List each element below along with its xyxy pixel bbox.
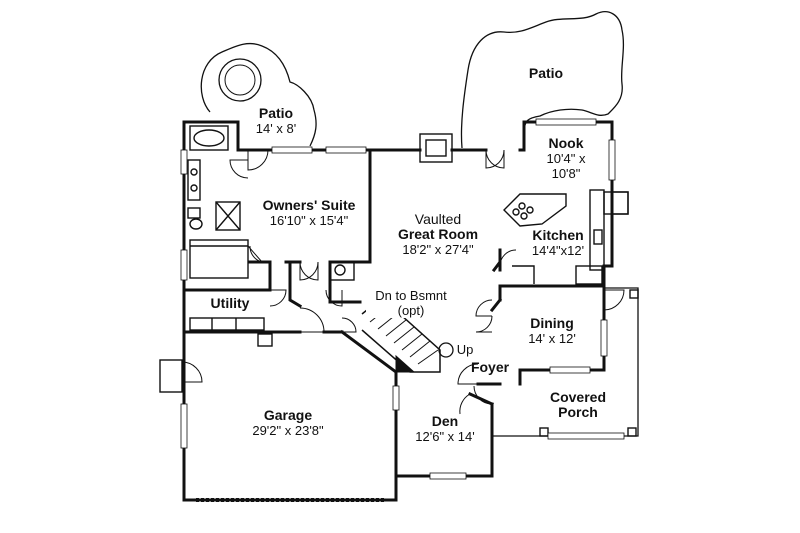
kitchen-name: Kitchen xyxy=(532,227,584,243)
patio-right-label: Patio xyxy=(506,66,586,81)
dining-label: Dining 14' x 12' xyxy=(512,315,592,347)
garage-name: Garage xyxy=(263,407,313,423)
patio-left-size: 14' x 8' xyxy=(255,121,297,136)
foyer-label: Foyer xyxy=(460,360,520,375)
patio-left-label: Patio 14' x 8' xyxy=(236,105,316,137)
den-size: 12'6" x 14' xyxy=(415,429,475,444)
shower xyxy=(215,201,241,231)
utility-counter xyxy=(189,317,265,331)
covered-porch-label: Covered Porch xyxy=(538,390,618,420)
garage-label: Garage 29'2" x 23'8" xyxy=(228,407,348,439)
bathtub xyxy=(189,125,229,151)
hot-tub-inner xyxy=(224,64,256,96)
nook-size-line1: 10'4" x xyxy=(546,151,586,166)
dining-size: 14' x 12' xyxy=(528,331,576,346)
den-label: Den 12'6" x 14' xyxy=(404,413,486,445)
owners-suite-name: Owners' Suite xyxy=(262,197,356,213)
stairs-down-line2: (opt) xyxy=(397,303,425,318)
nook-label: Nook 10'4" x 10'8" xyxy=(526,135,606,182)
covered-porch-line2: Porch xyxy=(558,404,598,420)
kitchen-size: 14'4"x12' xyxy=(531,243,585,258)
kitchen-label: Kitchen 14'4"x12' xyxy=(520,227,596,259)
garage-size: 29'2" x 23'8" xyxy=(252,423,324,438)
owners-suite-label: Owners' Suite 16'10" x 15'4" xyxy=(244,197,374,229)
nook-name: Nook xyxy=(548,135,584,151)
owners-suite-size: 16'10" x 15'4" xyxy=(269,213,349,228)
nook-size-line2: 10'8" xyxy=(551,166,581,181)
kitchen-counter xyxy=(589,189,605,271)
stairs-up-text: Up xyxy=(456,342,474,357)
utility-name: Utility xyxy=(210,295,250,311)
stairs-down-line1: Dn to Bsmnt xyxy=(375,288,447,303)
den-name: Den xyxy=(431,413,459,429)
utility-label: Utility xyxy=(200,296,260,311)
wall-master-bath xyxy=(182,120,250,292)
dining-name: Dining xyxy=(530,315,574,331)
patio-right-name: Patio xyxy=(528,65,564,81)
great-room-label: Vaulted Great Room 18'2" x 27'4" xyxy=(378,211,498,258)
patio-right-outline xyxy=(460,11,625,149)
great-room-size: 18'2" x 27'4" xyxy=(402,242,474,257)
patio-left-outline xyxy=(200,42,317,147)
great-room-name: Great Room xyxy=(397,226,479,242)
great-room-prefix: Vaulted xyxy=(414,211,462,227)
stairs-down-label: Dn to Bsmnt (opt) xyxy=(366,288,456,318)
kitchen-island xyxy=(503,193,567,227)
stairs-up-label: Up xyxy=(452,342,478,357)
patio-left-name: Patio xyxy=(258,105,294,121)
fireplace xyxy=(419,133,453,163)
covered-porch-line1: Covered xyxy=(549,389,607,405)
hot-tub-outer xyxy=(218,58,262,102)
foyer-name: Foyer xyxy=(470,359,510,375)
